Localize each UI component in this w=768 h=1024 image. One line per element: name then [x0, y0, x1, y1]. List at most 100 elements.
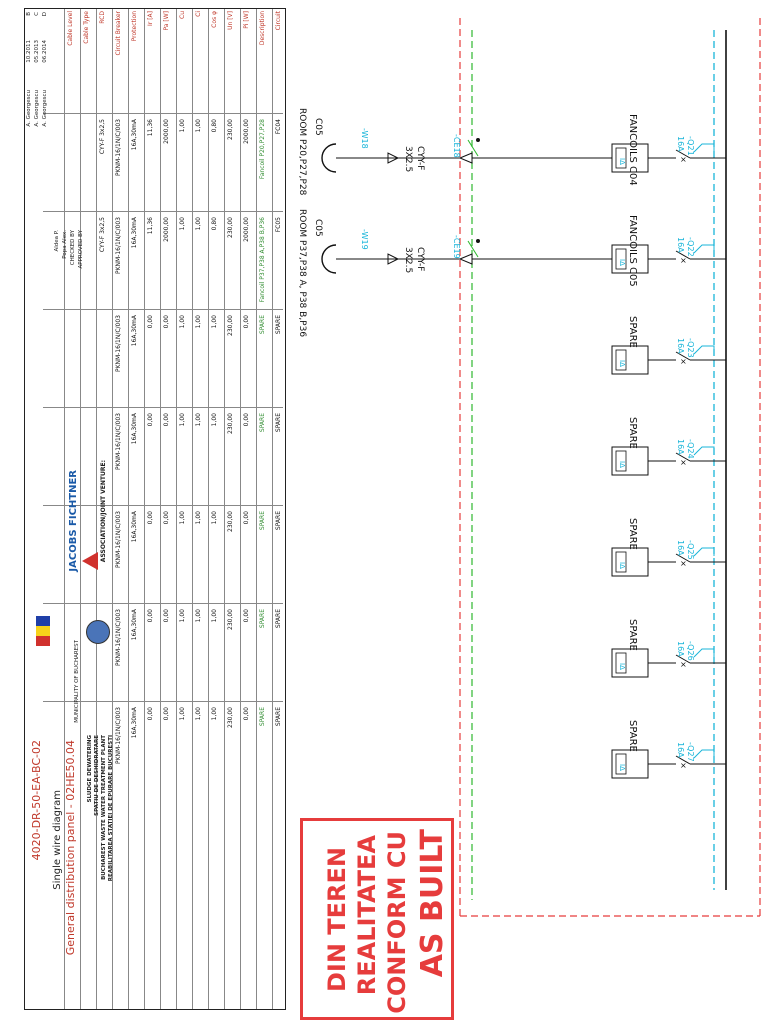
room-label: ROOM P37,P38 A, P38 B,P36 — [297, 209, 307, 337]
table-cell-pa: 0,00 — [163, 511, 170, 525]
breaker-rating-label: 16A — [676, 742, 685, 758]
table-cell-circuit: FC04 — [275, 119, 282, 135]
table-cell-ir: 0,00 — [147, 707, 154, 721]
table-cell-cos: 1,00 — [211, 707, 218, 721]
table-cell-protection: 16A,30mA — [131, 315, 138, 347]
table-cell-protection: 16A,30mA — [131, 511, 138, 543]
table-cell-cu: 1,00 — [179, 707, 186, 721]
feeder-label: SPARE — [627, 316, 638, 348]
neutral-connection — [693, 446, 715, 456]
rcd-label: IΔ — [618, 158, 626, 165]
approval-entry: Popa Alex. — [62, 230, 68, 259]
table-cell-pi: 0,00 — [243, 511, 250, 525]
row-label: Pa [W] — [163, 11, 170, 31]
stamp-line-1: AS BUILT — [415, 829, 450, 978]
table-cell-cu: 1,00 — [179, 609, 186, 623]
feeder-label: SPARE — [627, 720, 638, 752]
rcd-label: IΔ — [618, 562, 626, 569]
approval-entry: Aldea P. — [54, 230, 60, 252]
company-logo: JACOBS FICHTNER — [68, 470, 79, 572]
neutral-connection — [693, 244, 715, 254]
breaker-rating-label: 16A — [676, 540, 685, 556]
table-cell-description: SPARE — [259, 315, 266, 335]
neutral-connection — [693, 143, 715, 153]
room-label: ROOM P20,P27,P28 — [297, 108, 307, 196]
table-row-divider — [144, 9, 145, 1009]
table-cell-pi: 2000,00 — [243, 119, 250, 144]
table-cell-pa: 0,00 — [163, 707, 170, 721]
breaker-id-label: -Q25 — [686, 540, 695, 560]
cable-size-label: 3X2.5 — [403, 247, 413, 273]
revision-date: 05.2013 — [34, 40, 40, 63]
table-cell-breaker: PKNM-16/1N/C/003 — [115, 609, 122, 667]
neutral-connection — [693, 648, 715, 658]
table-column-divider — [43, 309, 283, 310]
table-column-divider — [43, 603, 283, 604]
table-cell-breaker: PKNM-16/1N/C/003 — [115, 217, 122, 275]
load-c-label: C05 — [313, 219, 323, 237]
table-row-divider — [256, 9, 257, 1009]
revision-date: 10.2011 — [26, 40, 32, 63]
table-cell-protection: 16A,30mA — [131, 609, 138, 641]
table-cell-description: Fancoil P20,P27,P28 — [259, 119, 266, 180]
revision-author: A. Georgescu — [26, 90, 32, 127]
table-column-divider — [43, 211, 283, 212]
stamp-line-4: DIN TEREN — [323, 847, 351, 993]
row-label: Cu — [179, 11, 186, 19]
breaker-rating-label: 16A — [676, 641, 685, 657]
table-cell-cos: 0,80 — [211, 217, 218, 231]
table-cell-protection: 16A,30mA — [131, 413, 138, 445]
pe-connection-dot — [476, 239, 480, 243]
table-cell-cos: 0,80 — [211, 119, 218, 133]
table-cell-description: SPARE — [259, 511, 266, 531]
rcd-label: IΔ — [618, 461, 626, 468]
table-cell-breaker: PKNM-16/1N/C/003 — [115, 119, 122, 177]
table-row-divider — [128, 9, 129, 1009]
table-cell-description: SPARE — [259, 707, 266, 727]
table-column-divider — [43, 407, 283, 408]
breaker-cross-icon: × — [680, 357, 687, 366]
row-label: Protection — [131, 11, 138, 42]
breaker-cross-icon: × — [680, 761, 687, 770]
breaker-contact — [675, 452, 691, 462]
breaker-contact — [675, 250, 691, 260]
table-column-divider — [43, 113, 283, 114]
table-row-divider — [208, 9, 209, 1009]
approval-entry: CHECKED BY — [70, 230, 76, 266]
table-row-divider — [160, 9, 161, 1009]
table-cell-ci: 1,00 — [195, 413, 202, 427]
wire-id-label: -W18 — [360, 128, 369, 149]
table-cell-pi: 0,00 — [243, 413, 250, 427]
breaker-rating-label: 16A — [676, 237, 685, 253]
beneficiary-label: MUNICIPALITY OF BUCHAREST — [74, 640, 80, 723]
table-cell-pi: 0,00 — [243, 707, 250, 721]
breaker-cross-icon: × — [680, 559, 687, 568]
table-column-divider — [43, 701, 283, 702]
table-cell-breaker: PKNM-16/1N/C/003 — [115, 707, 122, 765]
row-label: Description — [259, 11, 266, 46]
cable-size-label: 3X2.5 — [403, 146, 413, 172]
table-cell-pa: 2000,00 — [163, 119, 170, 144]
cable-type-label: CYY-F — [415, 146, 425, 170]
drawing-title: General distribution panel - 02HE50.04 — [64, 740, 77, 956]
table-cell-pa: 0,00 — [163, 609, 170, 623]
revision-letter: B — [26, 12, 32, 16]
revision-date: 06.2014 — [42, 40, 48, 63]
table-cell-pa: 0,00 — [163, 413, 170, 427]
project-line: SPATIU DE DESHIDRATARE — [94, 735, 100, 816]
table-cell-un: 230,00 — [227, 511, 234, 532]
row-label: Circuit Breaker — [115, 11, 122, 56]
breaker-cross-icon: × — [680, 155, 687, 164]
table-cell-ci: 1,00 — [195, 511, 202, 525]
table-column-divider — [43, 505, 283, 506]
flag-stripe — [36, 626, 50, 636]
table-cell-ir: 11,36 — [147, 217, 154, 235]
table-row-divider — [112, 9, 113, 1009]
drawing-subtitle: Single wire diagram — [52, 790, 63, 890]
table-cell-description: Fancoil P37,P38 A,P38 B,P36 — [259, 217, 266, 303]
table-cell-breaker: PKNM-16/1N/C/003 — [115, 315, 122, 373]
earth-id-label: -CE19 — [452, 235, 461, 259]
breaker-rating-label: 16A — [676, 439, 685, 455]
